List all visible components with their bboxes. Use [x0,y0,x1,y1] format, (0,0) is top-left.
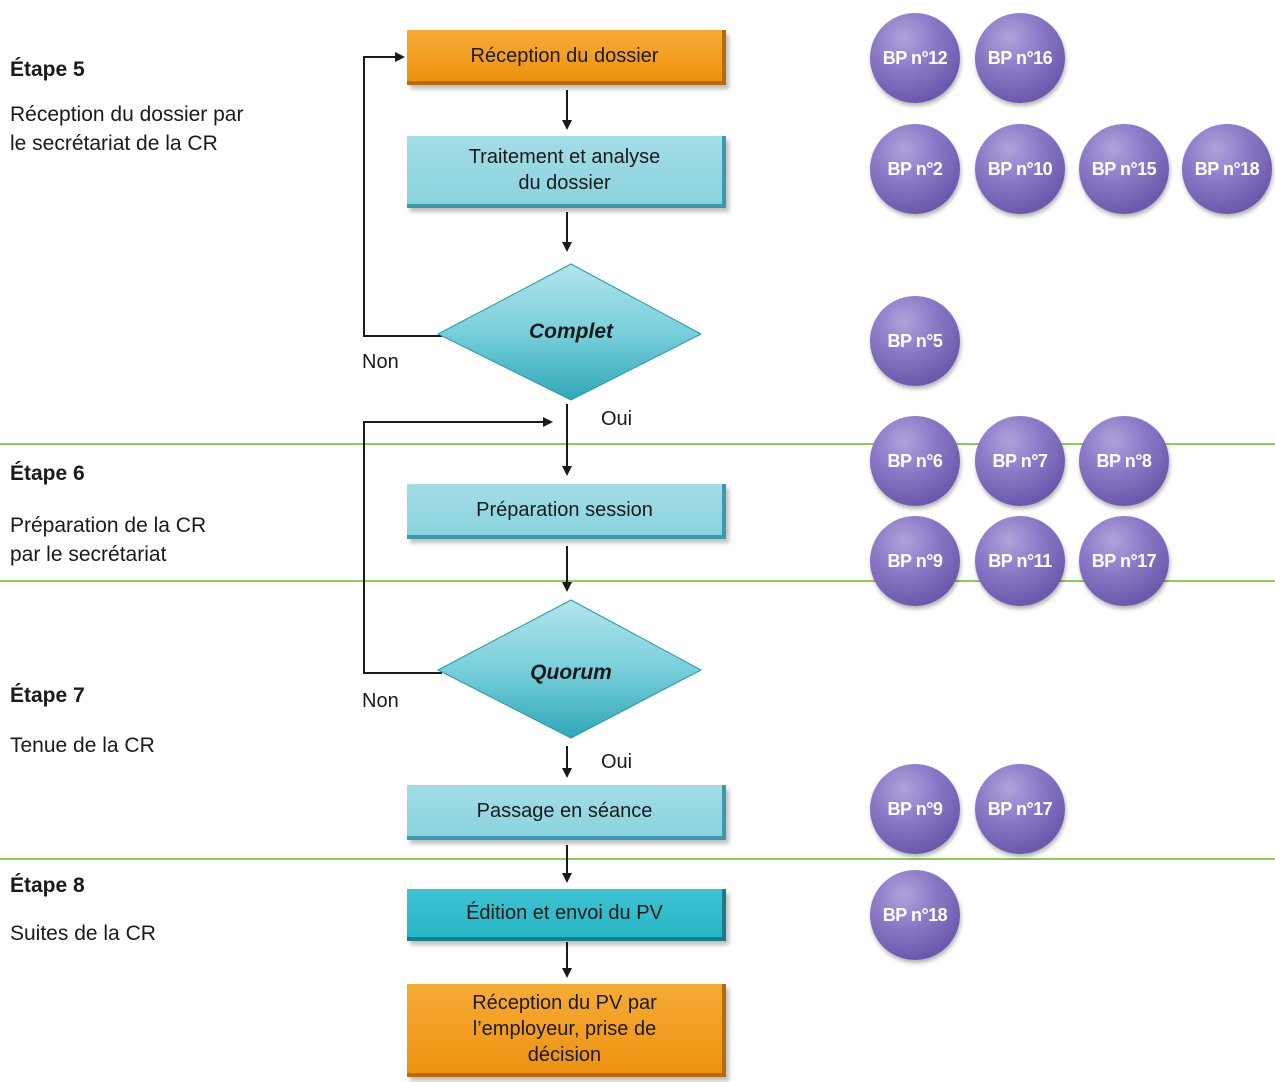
decision-label-quorum: Quorum [530,661,612,684]
loop-quorum-non [363,417,553,674]
bp-circle: BP n°10 [975,124,1065,214]
box-traitement-analyse: Traitement et analyse du dossier [407,136,726,208]
bp-circle: BP n°9 [870,764,960,854]
bp-circle: BP n°6 [870,416,960,506]
box-preparation-session: Préparation session [407,484,726,539]
bp-circle: BP n°8 [1079,416,1169,506]
bp-circle: BP n°7 [975,416,1065,506]
decision-label-complet: Complet [529,320,613,343]
label-complet-oui: Oui [601,408,633,430]
bp-circle: BP n°2 [870,124,960,214]
bp-circle: BP n°17 [1079,516,1169,606]
step-8-title: Étape 8 [10,874,85,897]
step-8-description: Suites de la CR [10,922,156,945]
step-6-description: Préparation de la CR par le secrétariat [10,514,207,566]
bp-circle: BP n°11 [975,516,1065,606]
bp-circle: BP n°9 [870,516,960,606]
bp-circle: BP n°15 [1079,124,1169,214]
label-complet-non: Non [362,351,399,373]
step-7-title: Étape 7 [10,684,85,707]
loop-complet-non [363,52,442,337]
step-5-description: Réception du dossier par le secrétariat … [10,103,244,155]
label-quorum-non: Non [362,690,399,712]
decision-diamond-quorum [436,599,703,739]
bp-circle: BP n°12 [870,13,960,103]
bp-circle: BP n°18 [870,870,960,960]
box-reception-dossier: Réception du dossier [407,30,726,85]
step-6-title: Étape 6 [10,462,85,485]
label-quorum-oui: Oui [601,751,633,773]
step-7-description: Tenue de la CR [10,734,155,757]
bp-circle: BP n°16 [975,13,1065,103]
box-passage-seance: Passage en séance [407,785,726,840]
decision-diamond-complet [436,263,703,401]
bp-circle: BP n°17 [975,764,1065,854]
step-5-title: Étape 5 [10,58,85,81]
box-edition-envoi-pv: Édition et envoi du PV [407,889,726,941]
box-reception-pv: Réception du PV par l’employeur, prise d… [407,984,726,1077]
bp-circle: BP n°5 [870,296,960,386]
bp-circle: BP n°18 [1182,124,1272,214]
